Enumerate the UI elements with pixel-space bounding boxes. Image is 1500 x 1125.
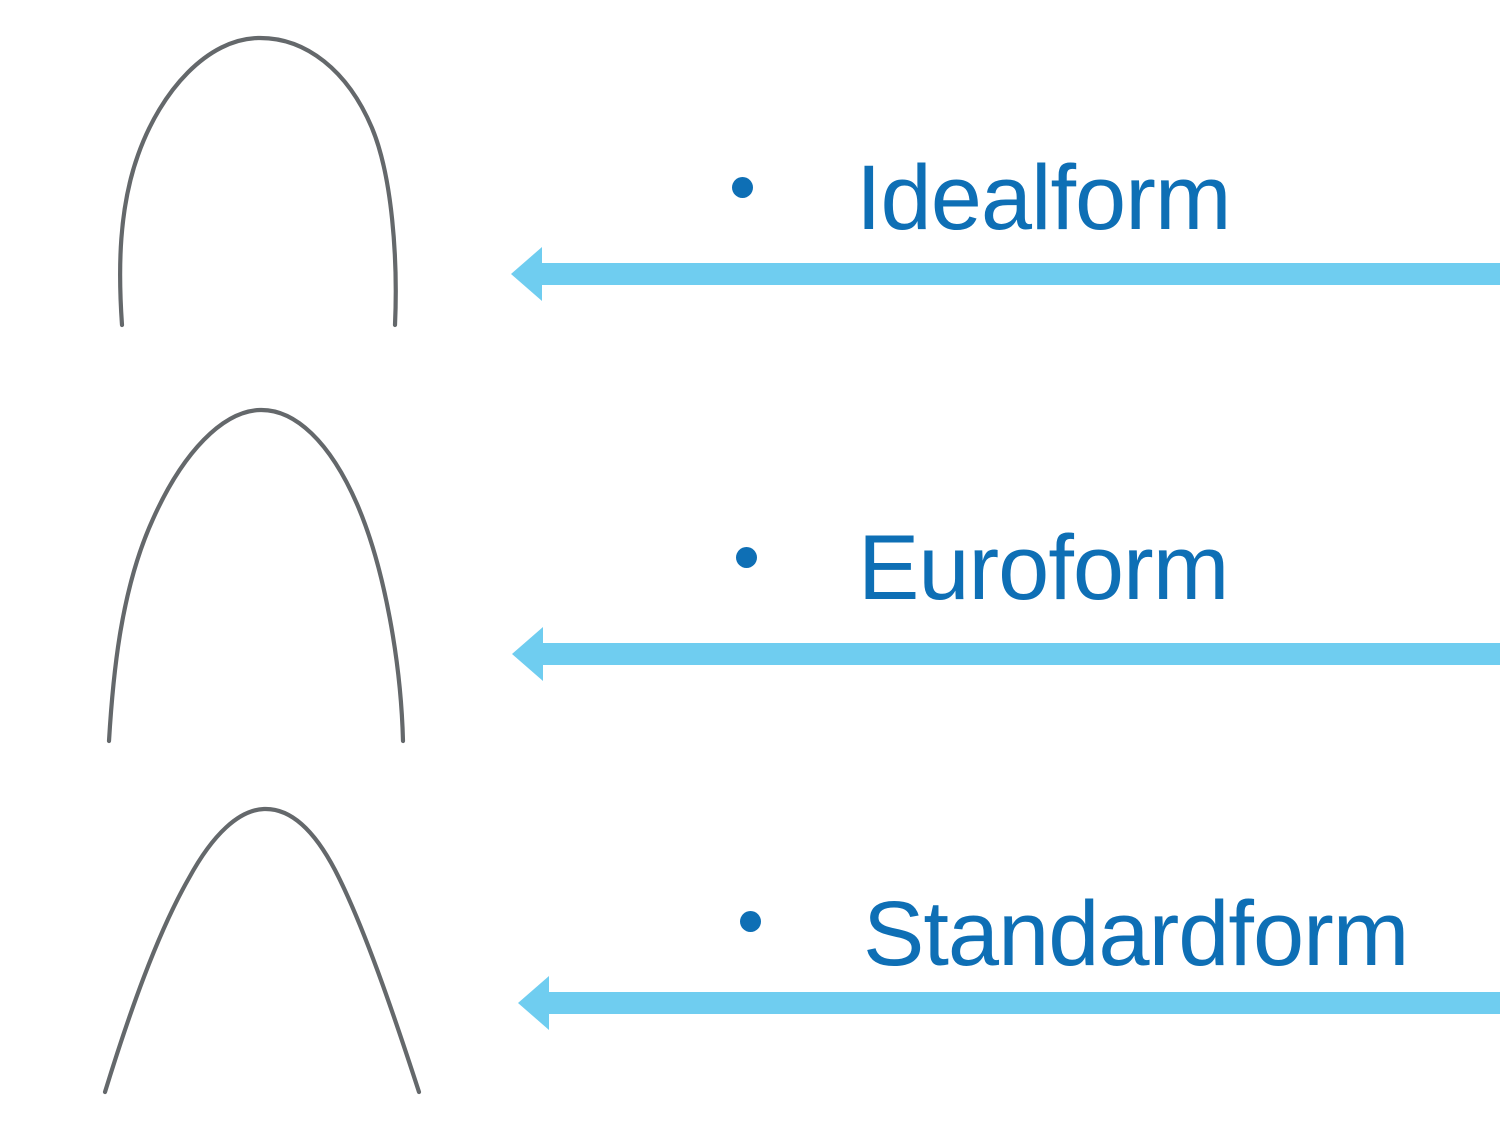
arrow-shaft xyxy=(549,992,1500,1014)
left-arrow-icon xyxy=(518,976,1500,1030)
euroform-archwire-icon xyxy=(106,407,406,744)
arrow-shaft xyxy=(543,643,1500,665)
archform-label-euroform: Euroform xyxy=(858,517,1229,619)
bullet-icon xyxy=(736,547,757,568)
idealform-archwire-icon xyxy=(117,35,398,328)
arrow-shaft xyxy=(542,263,1500,285)
archform-label-idealform: Idealform xyxy=(856,147,1231,249)
left-arrow-icon xyxy=(511,247,1500,301)
left-arrow-icon xyxy=(512,627,1500,681)
bullet-icon xyxy=(732,177,753,198)
arrow-head xyxy=(511,247,542,301)
archform-label-standardform: Standardform xyxy=(863,883,1409,985)
standardform-archwire-icon xyxy=(102,806,422,1095)
arrow-head xyxy=(512,627,543,681)
bullet-icon xyxy=(740,911,761,932)
arrow-head xyxy=(518,976,549,1030)
